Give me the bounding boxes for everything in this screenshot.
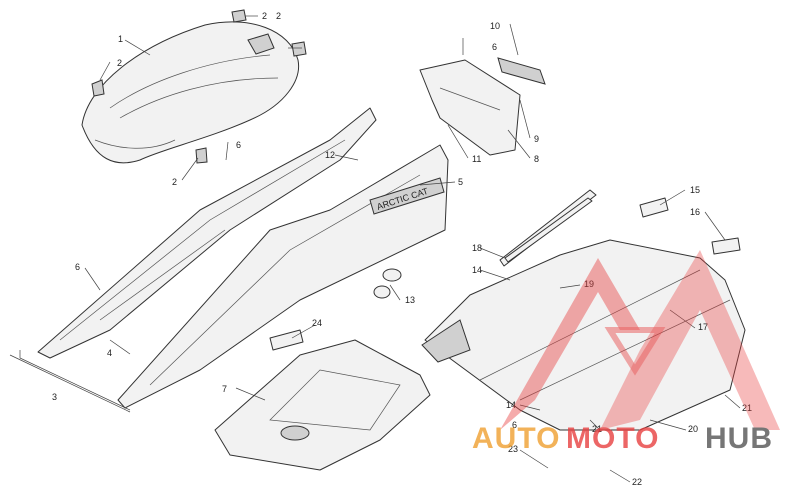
callout-21-b: 21 (592, 424, 602, 434)
callout-12: 12 (325, 150, 335, 160)
callout-6-c: 6 (492, 42, 497, 52)
callout-6-a: 6 (236, 140, 241, 150)
storage-tub-part (214, 339, 431, 471)
callout-2-c: 2 (276, 11, 281, 21)
callout-23: 23 (508, 444, 518, 454)
callout-20: 20 (688, 424, 698, 434)
seat-cowl-part (81, 21, 300, 164)
decal-parts (269, 197, 741, 351)
rear-bracket-part (419, 57, 546, 156)
rear-rack-part (421, 189, 746, 431)
leader-lines (9, 15, 741, 483)
callout-18: 18 (472, 243, 482, 253)
callout-9: 9 (534, 134, 539, 144)
callout-17: 17 (698, 322, 708, 332)
callout-22: 22 (632, 477, 642, 487)
callout-1: 1 (118, 34, 123, 44)
callout-14-b: 14 (506, 400, 516, 410)
side-panel-part: ARCTIC CAT (117, 144, 449, 409)
callout-21-a: 21 (742, 403, 752, 413)
callout-14-a: 14 (472, 265, 482, 275)
callout-2-a: 2 (117, 58, 122, 68)
side-rail-part (37, 107, 377, 359)
clip-parts (91, 9, 307, 164)
callout-5: 5 (458, 177, 463, 187)
callout-6-b: 6 (75, 262, 80, 272)
callout-2-b: 2 (262, 11, 267, 21)
callout-10: 10 (490, 21, 500, 31)
watermark-logo: AUTO MOTO HUB (472, 250, 780, 455)
callout-16: 16 (690, 207, 700, 217)
callout-11: 11 (472, 154, 481, 164)
callout-8: 8 (534, 154, 539, 164)
callout-2-d: 2 (172, 177, 177, 187)
callout-7: 7 (222, 384, 227, 394)
callout-24: 24 (312, 318, 322, 328)
watermark-word-a: AUTO (472, 422, 560, 455)
callout-15: 15 (690, 185, 700, 195)
callout-numbers: 1 2 2 2 2 3 4 5 6 6 6 6 7 8 9 10 11 12 1… (52, 11, 752, 487)
callout-4: 4 (107, 348, 112, 358)
callout-3: 3 (52, 392, 57, 402)
grommet-part (373, 268, 402, 299)
watermark-word-c: HUB (705, 422, 773, 455)
callout-19: 19 (584, 279, 594, 289)
callout-13: 13 (405, 295, 415, 305)
watermark-word-b: MOTO (566, 422, 659, 455)
callout-6-d: 6 (512, 420, 517, 430)
